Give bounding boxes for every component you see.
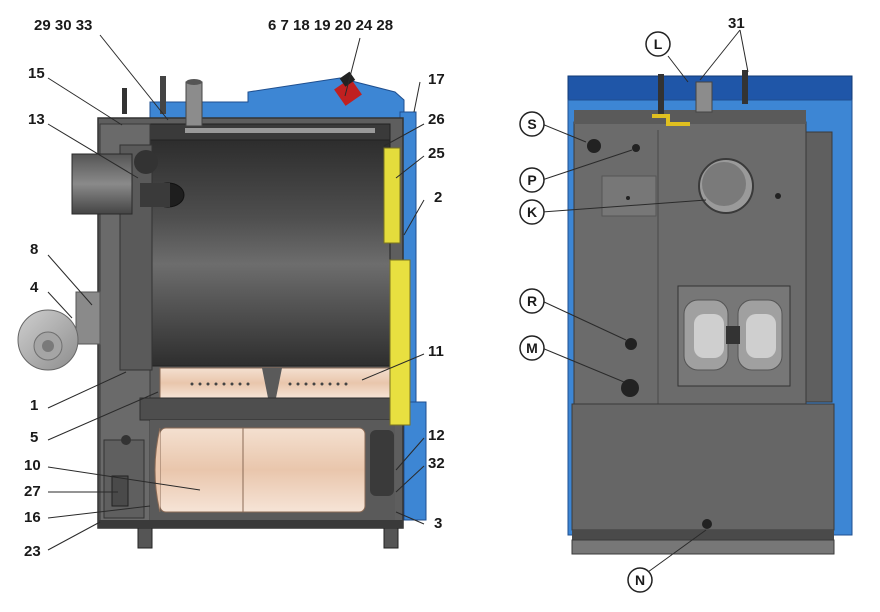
label-1: 1 — [30, 397, 38, 414]
rear-door-yellow — [389, 259, 411, 426]
label-K: K — [527, 204, 537, 220]
boiler-rear-view — [567, 70, 853, 555]
label-L: L — [654, 36, 663, 52]
rear-baffle-lower — [370, 430, 394, 496]
label-26: 26 — [428, 111, 445, 128]
rear-lower-panel — [571, 403, 835, 531]
top-flue-bar — [185, 128, 375, 133]
refractory-lower — [159, 427, 366, 513]
label-15: 15 — [28, 65, 45, 82]
base-plate — [98, 520, 403, 528]
boiler-section-view — [17, 71, 427, 549]
badge-p: P — [519, 167, 545, 193]
label-M: M — [526, 340, 538, 356]
badge-n: N — [627, 567, 653, 593]
badge-l: L — [645, 31, 671, 57]
left-leader-lines — [47, 34, 425, 551]
fan-assembly — [17, 291, 101, 371]
label-2: 2 — [434, 189, 442, 206]
rear-plate-side — [805, 131, 833, 403]
rear-plate-upper — [574, 110, 806, 124]
rear-fan-right — [737, 299, 783, 371]
label-R: R — [527, 293, 537, 309]
label-3: 3 — [434, 515, 442, 532]
label-4: 4 — [30, 279, 39, 296]
port-r — [625, 338, 637, 350]
label-32: 32 — [428, 455, 445, 472]
right-leader-lines — [541, 29, 749, 573]
nozzle-row-left — [190, 382, 250, 386]
label-10: 10 — [24, 457, 41, 474]
port-m — [621, 379, 639, 397]
label-P: P — [527, 172, 536, 188]
label-6-7-18-19-20-24-28: 6 7 18 19 20 24 28 — [268, 17, 393, 34]
label-27: 27 — [24, 483, 41, 500]
label-5: 5 — [30, 429, 38, 446]
foot-left — [137, 527, 153, 549]
label-31: 31 — [728, 15, 745, 32]
badge-s: S — [519, 111, 545, 137]
rear-chimney — [695, 81, 713, 113]
label-8: 8 — [30, 241, 38, 258]
badge-m: M — [519, 335, 545, 361]
port-p — [632, 144, 640, 152]
label-13: 13 — [28, 111, 45, 128]
rear-fan-left — [683, 299, 729, 371]
label-25: 25 — [428, 145, 445, 162]
combustion-drum — [149, 139, 391, 367]
yellow-sensor-pipe — [652, 114, 690, 126]
thermostat-sensor — [334, 78, 362, 106]
small-plate — [601, 175, 657, 217]
badge-r: R — [519, 288, 545, 314]
foot-right — [383, 527, 399, 549]
flue-connector — [140, 183, 170, 207]
label-23: 23 — [24, 543, 41, 560]
top-pipe-b — [122, 88, 127, 114]
nozzle-row-right — [288, 382, 348, 386]
label-16: 16 — [24, 509, 41, 526]
badge-k: K — [519, 199, 545, 225]
middle-plate — [139, 397, 396, 421]
top-pipe-a — [160, 76, 166, 114]
rear-pipe-left — [658, 74, 664, 114]
chimney — [185, 81, 203, 127]
label-17: 17 — [428, 71, 445, 88]
door-hinge-upper — [134, 150, 158, 174]
label-S: S — [527, 116, 536, 132]
label-12: 12 — [428, 427, 445, 444]
rear-pipe-right — [742, 70, 748, 104]
label-11: 11 — [428, 343, 444, 360]
port-n — [702, 519, 712, 529]
flue-outlet-pipe — [71, 153, 133, 215]
rear-door-upper — [383, 147, 401, 244]
label-N: N — [635, 572, 645, 588]
port-s — [587, 139, 601, 153]
lower-door-handle — [111, 475, 129, 507]
label-29-30-33: 29 30 33 — [34, 17, 92, 34]
